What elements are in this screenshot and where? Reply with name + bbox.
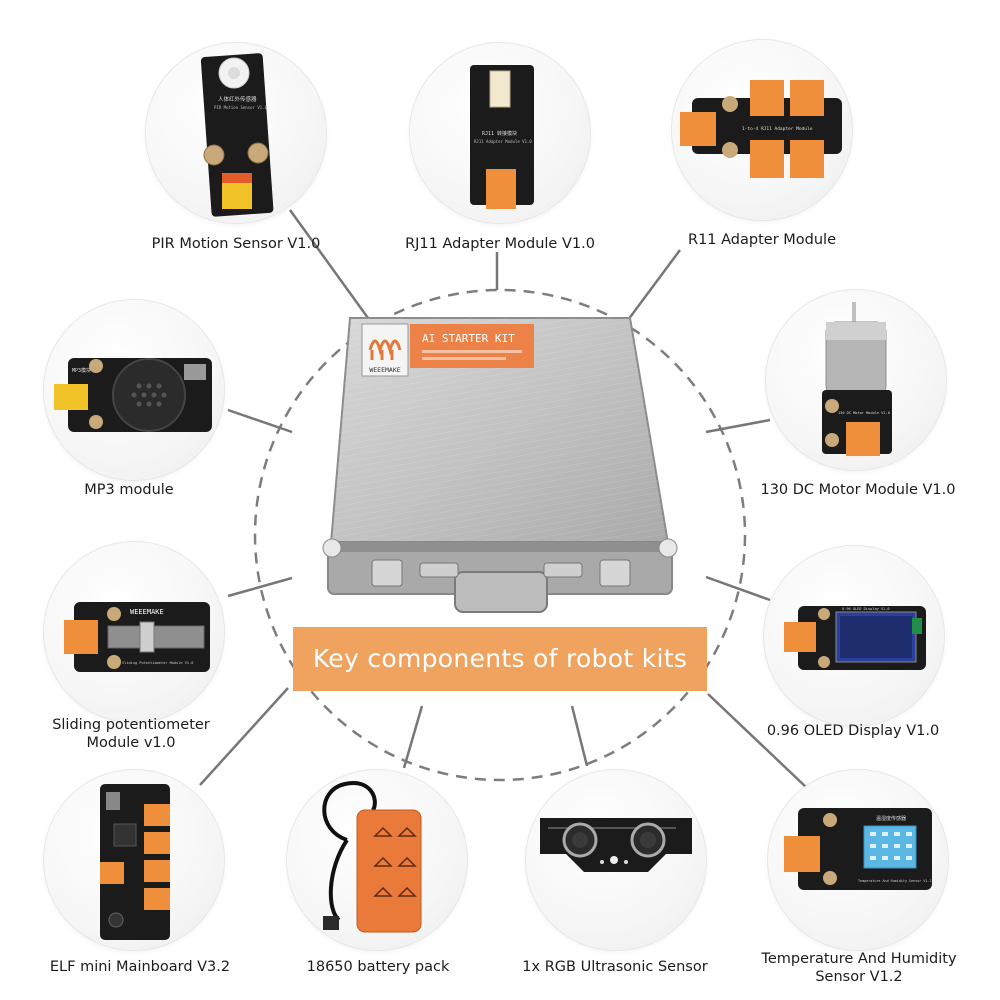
photo-r11-adapter-module: 1-to-4 RJ11 Adapter Module xyxy=(672,40,852,220)
label-sliding-potentiometer: Sliding potentiometer Module v1.0 xyxy=(28,716,234,752)
temp-board-text: Temperature And Humidity Sensor V1.2 xyxy=(858,879,932,883)
mp3-board-text-cn: MP3模块 xyxy=(72,367,91,374)
photo-rj11-adapter-module: RJ11 转接模块 RJ11 Adapter Module V1.0 xyxy=(410,43,590,223)
oled-board-text: 0.96 OLED Display V1.0 xyxy=(842,607,890,611)
label-130-dc-motor-module: 130 DC Motor Module V1.0 xyxy=(760,482,956,498)
photo-sliding-potentiometer: WEEEMAKE Sliding Potentiometer Module V1… xyxy=(44,542,224,722)
photo-temperature-humidity-sensor: 温湿度传感器 Temperature And Humidity Sensor V… xyxy=(768,770,948,950)
spoke-slider xyxy=(227,576,293,598)
spoke-mp3 xyxy=(227,408,293,434)
rj11-board-text-cn: RJ11 转接模块 xyxy=(482,130,517,137)
r11-board-text: 1-to-4 RJ11 Adapter Module xyxy=(742,126,813,132)
spoke-motor xyxy=(705,418,771,434)
pir-board-text: PIR Motion Sensor V1.0 xyxy=(214,105,268,110)
case-corner-icon xyxy=(322,538,342,558)
handle-icon xyxy=(454,571,548,613)
temp-board-text-cn: 温湿度传感器 xyxy=(876,815,906,822)
photo-mp3-module: MP3模块 xyxy=(44,300,224,480)
label-pir-motion-sensor: PIR Motion Sensor V1.0 xyxy=(151,236,321,252)
label-sliding-potentiometer-line1: Sliding potentiometer xyxy=(52,717,210,733)
label-rj11-adapter-module: RJ11 Adapter Module V1.0 xyxy=(405,236,595,252)
photo-rgb-ultrasonic-sensor xyxy=(526,770,706,950)
spoke-battery xyxy=(402,705,424,769)
banner-title: Key components of robot kits xyxy=(293,627,707,691)
dashed-ring xyxy=(253,288,747,782)
label-temperature-humidity-sensor: Temperature And Humidity Sensor V1.2 xyxy=(740,950,978,986)
aluminum-case: WEEEMAKE AI STARTER KIT xyxy=(322,317,678,613)
latch-icon xyxy=(599,559,631,587)
motor-board-text: 130 DC Motor Module V1.0 xyxy=(838,411,890,415)
spoke-ultra xyxy=(570,705,589,767)
photo-oled-display: 0.96 OLED Display V1.0 xyxy=(764,546,944,726)
label-elf-mini-mainboard: ELF mini Mainboard V3.2 xyxy=(49,959,231,975)
case-brand: WEEEMAKE xyxy=(369,366,400,374)
label-mp3-module: MP3 module xyxy=(84,482,174,498)
case-label: AI STARTER KIT xyxy=(422,332,515,345)
spoke-oled xyxy=(705,575,771,602)
label-sliding-potentiometer-line2: Module v1.0 xyxy=(86,735,176,751)
label-temperature-humidity-line1: Temperature And Humidity xyxy=(761,951,957,967)
label-rgb-ultrasonic-sensor: 1x RGB Ultrasonic Sensor xyxy=(522,959,708,975)
label-r11-adapter-module: R11 Adapter Module xyxy=(688,232,836,248)
pir-board-text-cn: 人体红外传感器 xyxy=(218,95,257,103)
slider-board-text: Sliding Potentiometer Module V1.0 xyxy=(122,661,193,665)
photo-elf-mini-mainboard xyxy=(44,770,224,950)
spoke-elf xyxy=(199,687,289,786)
latch-icon xyxy=(371,559,403,587)
case-corner-icon xyxy=(658,538,678,558)
label-oled-display: 0.96 OLED Display V1.0 xyxy=(766,723,940,739)
label-18650-battery-pack: 18650 battery pack xyxy=(306,959,450,975)
photo-18650-battery-pack xyxy=(287,770,467,950)
photo-130-dc-motor-module: 130 DC Motor Module V1.0 xyxy=(766,290,946,470)
weeemake-logo-icon xyxy=(368,339,402,360)
photo-pir-motion-sensor: 人体红外传感器 PIR Motion Sensor V1.0 xyxy=(146,43,326,223)
spoke-r11 xyxy=(626,249,682,321)
spoke-pir xyxy=(288,209,370,319)
label-temperature-humidity-line2: Sensor V1.2 xyxy=(815,969,903,985)
rj11-board-text: RJ11 Adapter Module V1.0 xyxy=(474,139,532,144)
spoke-temp xyxy=(707,693,808,789)
slider-board-brand: WEEEMAKE xyxy=(130,608,164,616)
